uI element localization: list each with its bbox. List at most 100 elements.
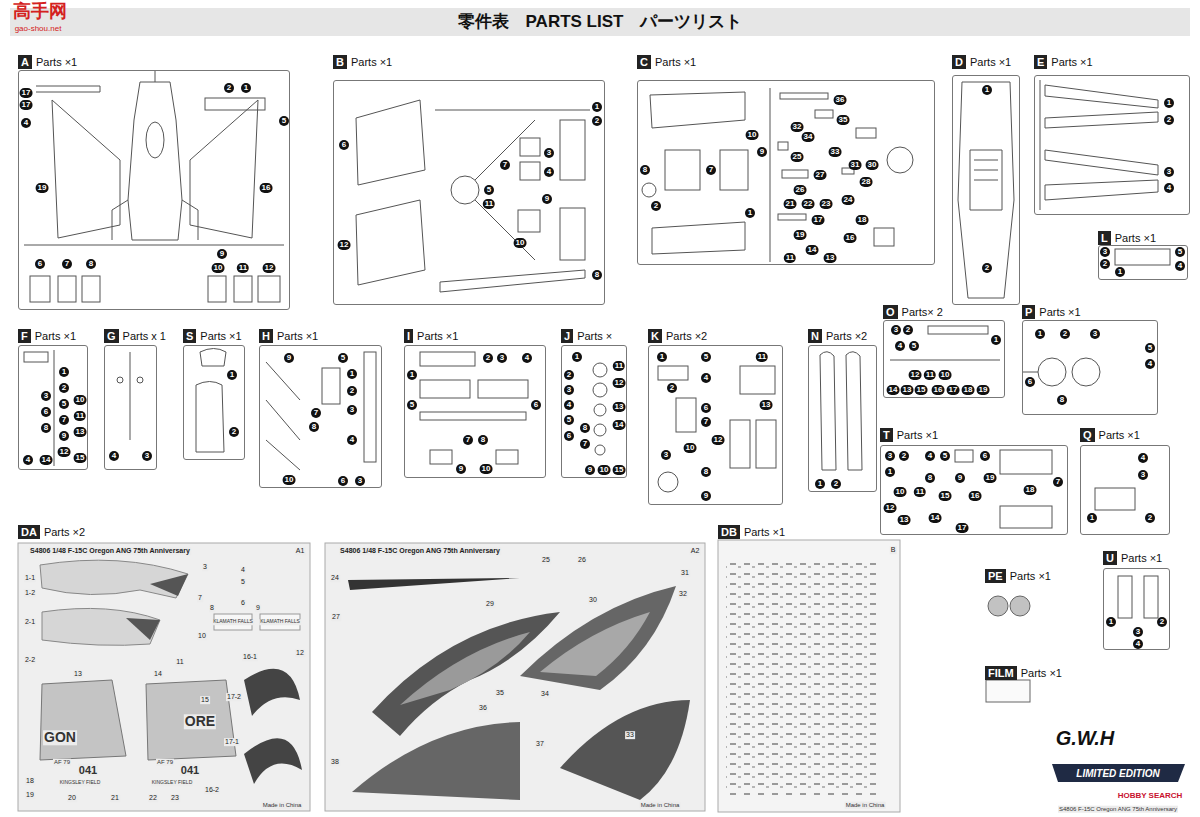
small-sprue-parts (496, 450, 518, 464)
sprue-b-parts (520, 162, 540, 180)
sprue-panel: DBParts ×1 (718, 522, 900, 812)
callout-number: 11 (613, 361, 625, 371)
decal-number: 26 (577, 556, 587, 564)
sprue-c-parts (642, 88, 913, 262)
sprue-b-parts (356, 100, 590, 292)
decal-number: 3 (202, 563, 208, 571)
panel-header: FILMParts ×1 (985, 666, 1066, 681)
decal-number: 1-1 (24, 574, 36, 582)
decal-sheet-a1 (260, 614, 300, 630)
sprue-b-parts (356, 200, 425, 285)
sprue-frame (1034, 75, 1190, 215)
sprue-letter: T (880, 428, 893, 442)
callout-number: 17 (20, 100, 33, 110)
callout-number: 7 (1053, 477, 1063, 487)
small-sprue-parts (1038, 358, 1066, 386)
small-sprue-parts (200, 349, 226, 367)
sprue-frame (648, 345, 783, 505)
callout-number: 2 (667, 383, 677, 393)
callout-number: 4 (1164, 183, 1174, 193)
sprue-c-parts (874, 228, 894, 246)
small-sprue-parts (420, 352, 475, 366)
sprue-letter: FILM (985, 666, 1017, 680)
sprue-b-parts (560, 208, 585, 260)
panel-header: CParts ×1 (637, 55, 700, 70)
callout-number: 1 (407, 370, 417, 380)
callout-number: 19 (984, 473, 997, 483)
sprue-frame (952, 75, 1020, 305)
small-sprue-parts (594, 404, 606, 416)
callout-number: 2 (592, 116, 602, 126)
sprue-panel: CParts ×1 (637, 52, 935, 265)
sprue-c-parts (842, 168, 854, 174)
panel-header: AParts ×1 (18, 55, 81, 70)
callout-number: 8 (701, 467, 711, 477)
decal-number: 1-2 (24, 589, 36, 597)
decal-sheet-a1 (18, 543, 310, 811)
parts-count: Parts ×1 (1051, 55, 1092, 69)
sprue-letter: D (952, 55, 966, 69)
callout-number: 11 (914, 487, 926, 497)
callout-number: 3 (1090, 329, 1100, 339)
callout-number: 10 (684, 443, 697, 453)
callout-number: 16 (844, 233, 857, 243)
sprue-d-parts (958, 82, 1014, 298)
sprue-panel: FILMParts ×1 (985, 663, 1068, 704)
small-sprue-parts (890, 360, 1000, 361)
callout-number: 4 (109, 451, 119, 461)
callout-number: 10 (212, 263, 225, 273)
callout-number: 26 (794, 185, 807, 195)
callout-number: 7 (59, 415, 69, 425)
sprue-frame (637, 80, 935, 265)
small-sprue-parts (730, 420, 750, 468)
callout-number: 6 (1025, 377, 1035, 387)
panel-header: PParts ×1 (1022, 305, 1085, 320)
callout-number: 2 (224, 83, 234, 93)
small-sprue-parts (420, 380, 470, 398)
small-sprue-parts (1000, 506, 1052, 528)
callout-number: 7 (500, 160, 510, 170)
decal-number: 35 (495, 689, 505, 697)
callout-number: 4 (564, 400, 574, 410)
sprue-letter: E (1034, 55, 1047, 69)
callout-number: 2 (564, 370, 574, 380)
sprue-panel: LParts ×1 (1098, 228, 1188, 280)
callout-number: 11 (784, 253, 796, 263)
decal-lettering: KINGSLEY FIELD (59, 780, 101, 786)
sprue-frame (1022, 320, 1158, 415)
decal-number: 34 (540, 690, 550, 698)
callout-number: 3 (1100, 247, 1110, 257)
callout-number: 8 (592, 270, 602, 280)
callout-number: 10 (939, 370, 952, 380)
callout-number: 3 (885, 451, 895, 461)
decal-number: 21 (110, 794, 120, 802)
small-print: Made in China (640, 802, 681, 809)
callout-number: 13 (901, 385, 914, 395)
callout-number: 16 (260, 183, 273, 193)
sprue-b-parts (356, 100, 425, 185)
callout-number: 8 (925, 473, 935, 483)
sprue-a-parts (205, 98, 265, 110)
panel-header: PEParts ×1 (985, 569, 1055, 584)
limited-edition-banner (1052, 764, 1185, 782)
callout-number: 4 (701, 373, 711, 383)
sprue-panel: AParts ×1 (18, 52, 290, 310)
callout-number: 1 (657, 352, 667, 362)
small-sprue-parts (430, 450, 452, 464)
sprue-letter: L (1098, 231, 1111, 245)
decal-number: 33 (625, 731, 635, 739)
callout-number: 3 (1138, 470, 1148, 480)
callout-number: 2 (831, 479, 841, 489)
sprue-letter: C (637, 55, 651, 69)
callout-number: 19 (977, 385, 990, 395)
small-sprue-parts (955, 450, 973, 462)
small-sprue-parts (364, 352, 376, 462)
callout-number: 5 (701, 352, 711, 362)
callout-number: 8 (309, 422, 319, 432)
callout-number: 1 (1035, 329, 1045, 339)
callout-number: 16 (969, 491, 982, 501)
watermark: 高手网 (13, 2, 67, 22)
callout-number: 13 (613, 402, 626, 412)
callout-number: 6 (531, 400, 541, 410)
